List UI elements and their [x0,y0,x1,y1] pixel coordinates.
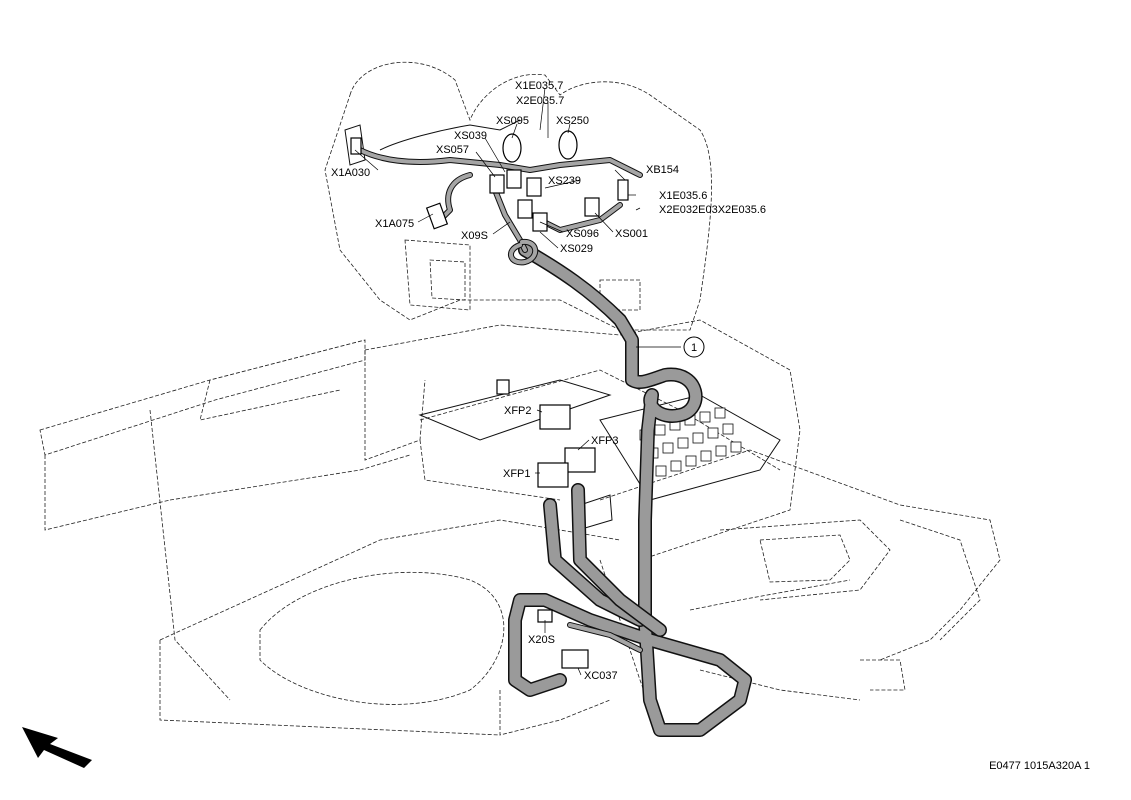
label-x2e032: X2E032E03X2E035.6 [659,204,766,216]
direction-arrow-icon [22,727,92,768]
label-xs096: XS096 [566,228,599,240]
label-xs239: XS239 [548,175,581,187]
label-xs250: XS250 [556,115,589,127]
main-harness-cable [508,243,752,737]
label-xs029: XS029 [560,243,593,255]
label-x1a075: X1A075 [375,218,414,230]
callout-1: 1 [683,336,705,358]
label-xfp2: XFP2 [504,405,532,417]
label-xs039: XS039 [454,130,487,142]
label-xc037: XC037 [584,670,618,682]
label-x20s: X20S [528,634,555,646]
label-x1e0356: X1E035.6 [659,190,707,202]
machine-outline [39,61,1001,736]
label-xb154: XB154 [646,164,679,176]
label-x2e0357: X2E035.7 [516,95,564,107]
label-xs095: XS095 [496,115,529,127]
label-x1a030: X1A030 [331,167,370,179]
reference-code: E0477 1015A320A 1 [989,760,1090,772]
leader-lines [354,87,681,676]
label-x1e0357: X1E035.7 [515,80,563,92]
upper-harness-branches [357,147,643,266]
label-x09s: X09S [461,230,488,242]
label-xs001: XS001 [615,228,648,240]
callout-1-text: 1 [691,342,697,354]
label-xs057: XS057 [436,144,469,156]
connectors [350,130,629,669]
label-xfp1: XFP1 [503,468,531,480]
connector-labels: X1E035.7 X2E035.7 XS095 XS250 XS039 XS05… [331,80,766,682]
label-xfp3: XFP3 [591,435,619,447]
